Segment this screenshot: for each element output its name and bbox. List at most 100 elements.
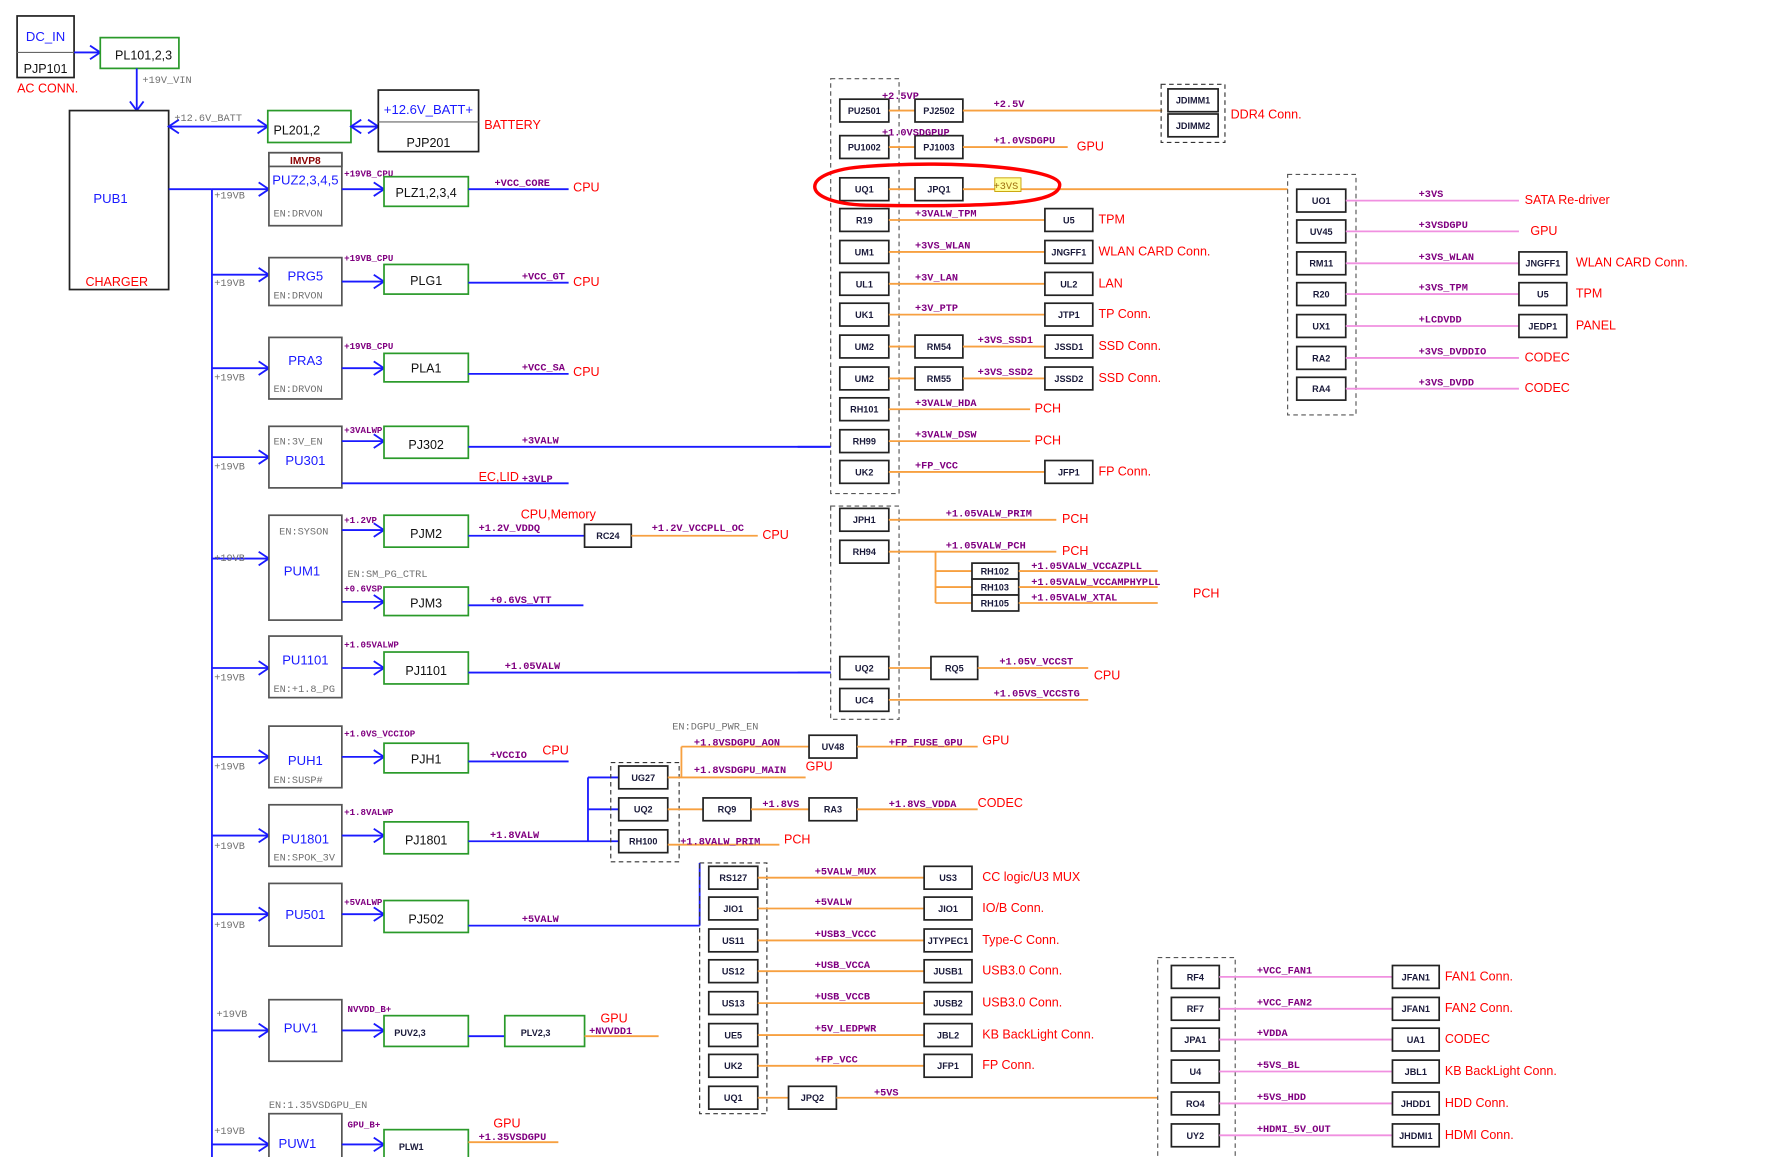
destination-label: GPU [982,733,1009,747]
battery-label: +12.6V_BATT+ [384,102,473,117]
destination-label: PANEL [1576,318,1616,332]
component-box [923,865,973,890]
destination-label: FAN2 Conn. [1445,1001,1513,1015]
rail-label: +VCC_FAN1 [1257,965,1312,977]
component-label: US11 [722,936,744,946]
component-label: RH100 [629,837,657,847]
component-label: UK2 [724,1061,742,1071]
component-box [923,990,973,1016]
regulator-header [268,151,343,168]
component-label: UG27 [631,773,655,783]
rail-label: +1.8VALW_PRIM [680,837,760,849]
regulator-name: PUH1 [288,753,323,768]
rail-label: +3VLP [522,474,553,486]
rail-label: +3V_PTP [915,303,958,315]
rail-label: +3VS_DVDDIO [1419,347,1487,359]
component-label: RC24 [596,531,620,541]
component-label: UX1 [1312,321,1330,331]
component-label: RA2 [1312,353,1330,363]
component-label: JFAN1 [1402,972,1430,982]
destination-label: USB3.0 Conn. [982,996,1062,1010]
component-label: UE5 [724,1030,742,1040]
inductor-box [383,651,470,685]
destination-label: PCH [1035,402,1061,416]
destination-label: CPU,Memory [521,508,597,522]
enable-label: EN:DRVON [273,384,322,396]
rail-label: +3VALW [522,435,560,447]
rail-label: +3VS_DVDD [1419,377,1474,389]
component-label: JNGFF1 [1051,247,1086,257]
inductor-label: PLG1 [410,274,442,288]
bus-rail-label: +19VB [214,761,245,773]
component-box [1391,1027,1441,1052]
destination-label: PCH [1193,586,1219,600]
component-label: JEDP1 [1528,321,1557,331]
batt-rail-label: +12.6V_BATT [174,113,242,125]
destination-label: CPU [1094,668,1120,682]
rail-label: +2.5V [994,99,1026,111]
destination-label: PCH [1035,434,1061,448]
pre-rail-label: +5VALWP [344,897,383,908]
rail-label: +3VS [1419,189,1444,201]
regulator-box [268,514,343,621]
rail-label: +5V_LEDPWR [815,1024,877,1036]
component-box [1044,302,1094,327]
regulator-name: PUM1 [284,564,320,579]
inductor-box [383,425,470,460]
destination-label: CODEC [978,796,1023,810]
regulator-box [268,635,343,699]
rail-label: +HDMI_5V_OUT [1257,1124,1331,1136]
destination-label: CPU [762,528,788,542]
regulator-header-label: IMVP8 [290,156,321,167]
inductor-box [383,742,470,774]
inductor-label: PLA1 [411,362,442,376]
annotation-circle [813,162,1062,208]
rail-label: +5VALW [815,897,853,909]
component-label: JFP1 [1058,467,1080,477]
component-label: RH105 [981,598,1009,608]
rail-label: +FP_VCC [915,460,958,472]
component-label: JIO1 [938,904,958,914]
bus-rail-label: +19VB [214,462,245,474]
inductor-label: PLW1 [399,1142,424,1152]
regulator-box [268,425,343,489]
charger-caption: CHARGER [85,275,148,289]
enable-label: EN:3V_EN [273,437,322,449]
rail-label: +USB_VCCB [815,992,870,1004]
rail-label: +5VS [874,1087,899,1099]
bus-rail-label: +19VB [214,920,245,932]
destination-label: DDR4 Conn. [1231,108,1302,122]
component-label: JPQ1 [927,185,950,195]
inductor-label: PJ302 [408,438,444,452]
enable-label: EN:DRVON [273,209,322,221]
component-label: RH99 [853,437,876,447]
inductor-box [383,175,470,208]
inductor-label: PJH1 [411,753,442,767]
component-box [1391,996,1441,1022]
component-label: U4 [1189,1067,1202,1077]
rail-label: +1.05VALW_XTAL [1031,593,1117,605]
rail-label: +3V_LAN [915,272,958,284]
component-label: UM1 [855,247,874,257]
rail-label: +1.2V_VCCPLL_OC [652,523,744,535]
rail-label: +1.2V_VDDQ [479,523,541,535]
regulator-box [268,1112,343,1157]
component-label: JUSB2 [933,999,962,1009]
rail-label: +3VALW_DSW [915,430,977,442]
pre-rail-label: +0.6VSP [344,584,383,595]
component-label: UV45 [1310,227,1333,237]
component-label: UM2 [855,342,874,352]
inductor-box [383,1128,470,1157]
component-label: RH103 [981,582,1009,592]
component-box [1044,239,1094,265]
regulator-name: PU1801 [282,832,329,847]
inductor-box [383,586,470,617]
filter-label: PL101,2,3 [115,48,172,62]
inductor-box [383,352,470,383]
rail-label: +1.05VALW_VCCAZPLL [1031,561,1142,573]
rail-label: +NVVDD1 [589,1026,632,1038]
component-label: JDIMM2 [1176,121,1210,131]
batt-filter-label: PL201,2 [273,124,320,138]
component-label: RA3 [824,805,842,815]
component-box [923,896,973,921]
